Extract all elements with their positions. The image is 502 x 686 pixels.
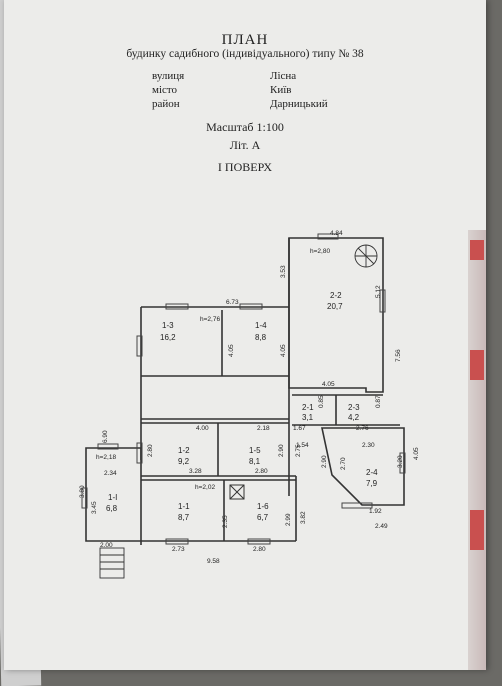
dim-2-49: 2.49 [375, 523, 388, 530]
height-2-2: h=2,80 [310, 248, 330, 255]
dim-4-00: 4.00 [196, 425, 209, 432]
dim-6-73: 6.73 [226, 299, 239, 306]
floor-plan-drawing: 1-3 16,2 1-4 8,8 1-2 9,2 1-5 8,1 1-1 8,7… [79, 230, 420, 579]
dim-4-05-b: 4.05 [322, 381, 335, 388]
dim-3-28: 3.28 [189, 468, 202, 475]
room-area-1-2: 9,2 [178, 457, 190, 466]
room-area-1-6: 6,7 [257, 513, 269, 522]
dim-2-80-a: 2.80 [147, 444, 154, 457]
room-id-1-5: 1-5 [249, 446, 261, 455]
dim-2-76: 2.76 [356, 425, 369, 432]
dim-2-75: 2.75 [295, 444, 302, 457]
paper-sheet: ПЛАН будинку садибного (індивідуального)… [4, 0, 486, 670]
document-subtitle: будинку садибного (індивідуального) типу… [126, 48, 364, 60]
address-value-district: Дарницький [270, 98, 328, 110]
dim-2-90-b: 2.90 [321, 455, 328, 468]
room-id-1-6: 1-6 [257, 502, 269, 511]
dim-3-53: 3.53 [280, 265, 287, 278]
floor-label: І ПОВЕРХ [217, 160, 273, 174]
height-1-3: h=2,76 [200, 316, 220, 323]
dim-1-92: 1.92 [369, 508, 382, 515]
boiler-symbol [229, 484, 245, 500]
background-paper-edge [468, 230, 486, 670]
room-area-2-1: 3,1 [302, 413, 314, 422]
dim-2-34: 2.34 [104, 470, 117, 477]
dim-0-85: 0.85 [318, 395, 325, 408]
dim-2-80-b: 2.80 [255, 468, 268, 475]
dim-4-84: 4.84 [330, 230, 343, 237]
room-id-1-I: 1-І [108, 493, 117, 502]
address-value-street: Лісна [270, 70, 297, 82]
dim-4-05-a: 4.05 [228, 344, 235, 357]
dim-3-45: 3.45 [91, 501, 98, 514]
window-marks [81, 233, 406, 545]
dim-1-54: 1.54 [296, 442, 309, 449]
litera-label: Літ. А [229, 138, 261, 152]
address-label-district: район [152, 98, 180, 110]
dim-7-56: 7.56 [395, 349, 402, 362]
room-area-1-3: 16,2 [160, 333, 176, 342]
dim-2-80-c: 2.80 [253, 546, 266, 553]
dim-9-58: 9.58 [207, 558, 220, 565]
dim-2-18: 2.18 [257, 425, 270, 432]
document-title: ПЛАН [221, 32, 269, 48]
dim-4-05-d: 4.05 [413, 447, 420, 460]
spiral-staircase [354, 244, 378, 268]
room-area-1-4: 8,8 [255, 333, 267, 342]
dim-2-35: 2.35 [222, 515, 229, 528]
dim-4-05-c: 4.05 [280, 344, 287, 357]
dim-6-90: 6.90 [102, 430, 109, 443]
room-area-1-I: 6,8 [106, 504, 118, 513]
dim-2-70: 2.70 [340, 457, 347, 470]
dim-3-20: 3.20 [397, 455, 404, 468]
scale-label: Масштаб 1:100 [206, 120, 284, 134]
room-id-1-2: 1-2 [178, 446, 190, 455]
room-area-1-5: 8,1 [249, 457, 261, 466]
dim-0-87: 0.87 [375, 395, 382, 408]
room-id-1-3: 1-3 [162, 321, 174, 330]
walls [85, 237, 405, 545]
room-id-2-1: 2-1 [302, 403, 314, 412]
dim-5-12: 5.12 [375, 285, 382, 298]
address-label-street: вулиця [152, 70, 185, 82]
dim-2-99: 2.99 [285, 513, 292, 526]
room-id-2-3: 2-3 [348, 403, 360, 412]
room-area-2-2: 20,7 [327, 302, 343, 311]
room-id-1-4: 1-4 [255, 321, 267, 330]
room-id-1-1: 1-1 [178, 502, 190, 511]
height-1-I: h=2,18 [96, 454, 116, 461]
room-area-2-4: 7,9 [366, 479, 378, 488]
dim-2-73: 2.73 [172, 546, 185, 553]
address-label-city: місто [152, 84, 178, 96]
dim-3-82: 3.82 [300, 511, 307, 524]
room-area-2-3: 4,2 [348, 413, 360, 422]
room-id-2-2: 2-2 [330, 291, 342, 300]
address-value-city: Київ [270, 84, 292, 96]
dim-3-80: 3.80 [79, 485, 86, 498]
dim-2-00: 2.00 [100, 542, 113, 549]
height-1-1: h=2,02 [195, 484, 215, 491]
room-id-2-4: 2-4 [366, 468, 378, 477]
porch-steps [99, 547, 125, 579]
dim-2-30: 2.30 [362, 442, 375, 449]
dim-1-67: 1.67 [293, 425, 306, 432]
dim-2-90-a: 2.90 [278, 444, 285, 457]
room-area-1-1: 8,7 [178, 513, 190, 522]
